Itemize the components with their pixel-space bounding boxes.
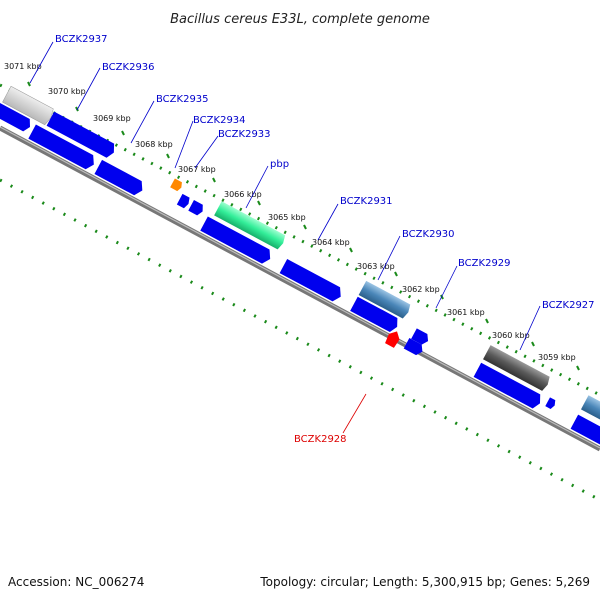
gene-label-bczk2929[interactable]: BCZK2929 xyxy=(458,258,511,269)
gene-label-bczk2931[interactable]: BCZK2931 xyxy=(340,196,393,207)
gene-label-bczk2936[interactable]: BCZK2936 xyxy=(102,62,155,73)
kbp-ticks xyxy=(27,81,580,371)
label-leaders xyxy=(29,41,541,351)
topology-text: Topology: circular; Length: 5,300,915 bp… xyxy=(259,575,590,589)
gene-label-bczk2935[interactable]: BCZK2935 xyxy=(156,94,209,105)
accession-text: Accession: NC_006274 xyxy=(8,575,144,589)
tick-label-3064: 3064 kbp xyxy=(312,238,350,247)
tick-label-3061: 3061 kbp xyxy=(447,308,485,317)
tick-label-3069: 3069 kbp xyxy=(93,114,131,123)
gene-arrow-lower-8[interactable] xyxy=(570,414,600,448)
tick-label-3065: 3065 kbp xyxy=(268,213,306,222)
gene-arrow-bczk2930[interactable] xyxy=(358,280,412,320)
label-leader-bczk2928 xyxy=(342,393,367,434)
gene-label-bczk2930[interactable]: BCZK2930 xyxy=(402,229,455,240)
tick-label-3070: 3070 kbp xyxy=(48,87,86,96)
gene-arrow-bczk2928[interactable] xyxy=(384,329,402,349)
gene-arrow-lower-5[interactable] xyxy=(350,296,401,334)
gene-arrow-pbp[interactable] xyxy=(214,201,287,250)
genome-backbone xyxy=(0,125,600,452)
gene-arrow-lower-3[interactable] xyxy=(200,216,274,266)
gene-arrow-edge-steel[interactable] xyxy=(580,395,600,436)
tick-label-3067: 3067 kbp xyxy=(178,165,216,174)
gene-arrow-bczk2934[interactable] xyxy=(176,193,191,209)
gene-arrow-small-1[interactable] xyxy=(545,397,557,410)
gene-arrow-bczk2937[interactable] xyxy=(2,85,56,126)
gene-label-pbp[interactable]: pbp xyxy=(270,159,289,170)
gene-label-bczk2933[interactable]: BCZK2933 xyxy=(218,129,271,140)
genome-backbone-highlight xyxy=(0,126,600,449)
gene-arrow-bczk2927-gray[interactable] xyxy=(483,345,551,392)
tick-label-3066: 3066 kbp xyxy=(224,190,262,199)
tick-label-3059: 3059 kbp xyxy=(538,353,576,362)
gene-arrow-lower-1[interactable] xyxy=(28,124,97,172)
map-title: Bacillus cereus E33L, complete genome xyxy=(170,12,430,27)
gene-arrow-bczk2933[interactable] xyxy=(188,200,205,217)
inner-guide-line xyxy=(0,178,600,502)
gene-arrow-lower-4[interactable] xyxy=(279,258,345,304)
gene-label-bczk2927[interactable]: BCZK2927 xyxy=(542,300,595,311)
gene-label-bczk2937[interactable]: BCZK2937 xyxy=(55,34,108,45)
gene-label-bczk2934[interactable]: BCZK2934 xyxy=(193,115,246,126)
gene-arrow-bczk2935[interactable] xyxy=(170,178,184,192)
tick-label-3071: 3071 kbp xyxy=(4,62,42,71)
tick-label-3062: 3062 kbp xyxy=(402,285,440,294)
tick-label-3068: 3068 kbp xyxy=(135,140,173,149)
gene-arrow-bczk2929-small[interactable] xyxy=(411,328,431,346)
gene-arrow-left-1[interactable] xyxy=(0,99,33,133)
gene-arrow-lower-6[interactable] xyxy=(403,337,426,357)
tick-label-3060: 3060 kbp xyxy=(492,331,530,340)
gene-arrow-lower-2[interactable] xyxy=(94,159,146,198)
tick-label-3063: 3063 kbp xyxy=(357,262,395,271)
gene-label-bczk2928[interactable]: BCZK2928 xyxy=(294,434,347,445)
gene-arrow-bczk2936[interactable] xyxy=(46,111,118,160)
gene-arrow-lower-7[interactable] xyxy=(473,362,544,411)
